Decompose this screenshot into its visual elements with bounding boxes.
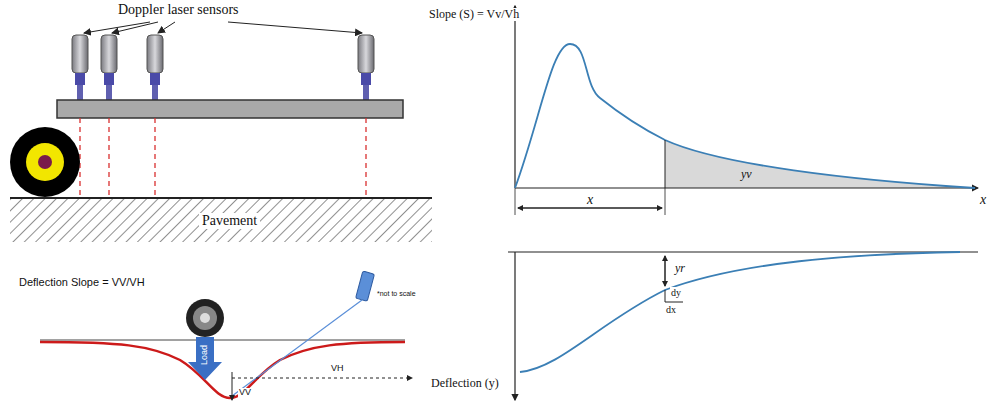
deflection-basin bbox=[40, 271, 412, 400]
dimension-label: x bbox=[586, 192, 594, 207]
slope-chart bbox=[515, 6, 978, 215]
leader-lines bbox=[84, 22, 362, 33]
sensor-caption: Doppler laser sensors bbox=[117, 2, 240, 17]
laser-beams bbox=[80, 118, 366, 196]
slope-formula: Deflection Slope = VV/VH bbox=[18, 276, 146, 288]
scale-note: *not to scale bbox=[376, 290, 417, 298]
axis-title: Slope (S) = Vv/Vh bbox=[428, 8, 520, 21]
load-label: Load bbox=[200, 344, 210, 366]
axis-label: x bbox=[979, 192, 987, 207]
sensor-beam bbox=[57, 100, 403, 118]
pavement-block: Pavement bbox=[10, 197, 432, 240]
wheel bbox=[10, 127, 80, 197]
dimension-label: yr bbox=[674, 262, 686, 275]
differential-label: dy bbox=[670, 287, 682, 298]
deflection-chart bbox=[508, 252, 978, 400]
velocity-label: VH bbox=[330, 364, 345, 374]
axis-title: Deflection (y) bbox=[430, 377, 500, 390]
area-label: yv bbox=[740, 168, 753, 181]
laser-sensors bbox=[72, 35, 374, 100]
pavement-label: Pavement bbox=[199, 213, 260, 229]
differential-label: dx bbox=[665, 304, 677, 315]
velocity-label: VV bbox=[238, 388, 252, 398]
